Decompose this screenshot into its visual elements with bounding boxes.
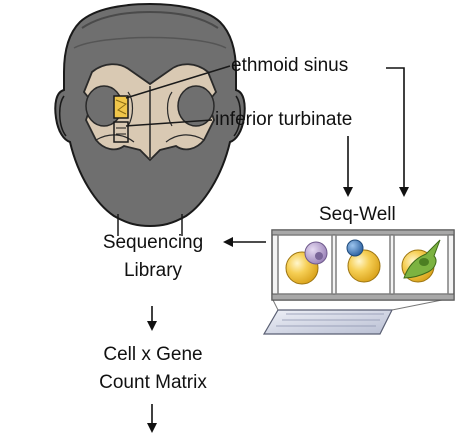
hair-texture (81, 10, 219, 29)
seqwell-array (262, 229, 455, 335)
seqwell-label: Seq-Well (319, 204, 396, 225)
count-matrix-line1: Cell x Gene (103, 344, 203, 365)
bead-2 (347, 249, 381, 283)
turbinate-region-box (113, 121, 129, 143)
neck (117, 214, 183, 236)
glass-slide (262, 309, 393, 335)
cell-blue (346, 239, 364, 257)
head-illustration (54, 2, 246, 236)
sequencing-library-line1: Sequencing (102, 232, 204, 253)
count-matrix-step: Cell x Gene Count Matrix (72, 344, 234, 394)
sequencing-library-line2: Library (123, 260, 183, 281)
ethmoid-sinus-label: ethmoid sinus (231, 55, 349, 76)
cell-purple (304, 241, 328, 265)
inferior-turbinate-label: inferior turbinate (215, 109, 353, 130)
ethmoid-to-seqwell-arrow (386, 67, 409, 197)
right-orbit (177, 85, 215, 127)
turbinate-leader-line (125, 119, 213, 127)
ethmoid-leader-line (125, 65, 231, 99)
count-matrix-line2: Count Matrix (99, 372, 207, 393)
sequencing-library-step: Sequencing Library (82, 232, 224, 282)
right-ear (233, 95, 241, 137)
left-ear (59, 95, 67, 137)
ethmoid-region-box (113, 95, 129, 119)
